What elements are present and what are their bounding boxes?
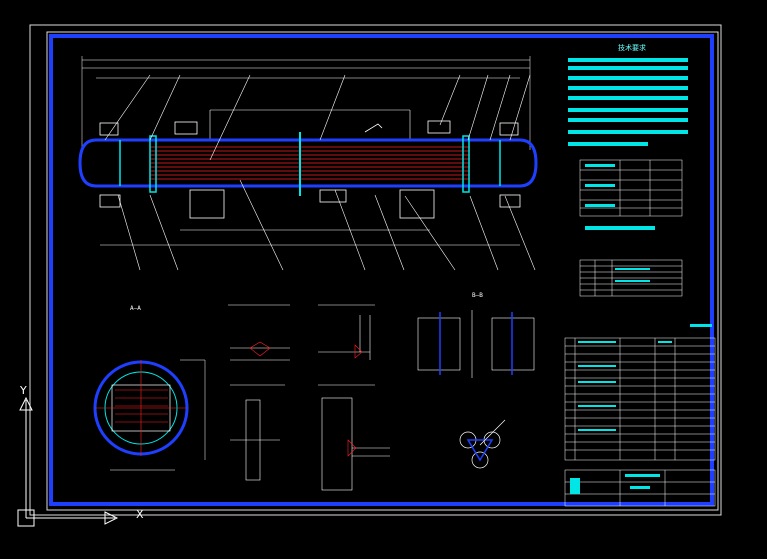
weld-detail-4[interactable]	[318, 384, 390, 491]
tube-pattern-detail[interactable]	[459, 419, 506, 469]
section-label-a: A—A	[130, 305, 141, 312]
weld-detail-1[interactable]	[228, 304, 290, 361]
ucs-x-label: X	[136, 508, 144, 521]
sheet-outer-border	[29, 24, 722, 516]
weld-detail-2[interactable]	[318, 304, 375, 360]
weld-detail-3[interactable]	[230, 384, 285, 481]
section-view-a[interactable]: A—A	[93, 305, 206, 471]
ucs-y-label: Y	[20, 384, 27, 397]
tube-bundle	[150, 146, 470, 180]
title-block[interactable]	[564, 469, 716, 507]
section-view-b[interactable]: B—B	[417, 292, 535, 378]
design-data-table[interactable]	[579, 159, 683, 230]
sheet-border	[46, 31, 719, 511]
parts-list[interactable]	[564, 324, 716, 461]
ucs-icon	[17, 396, 119, 527]
section-label-b: B—B	[472, 292, 483, 299]
drawing-frame	[49, 34, 714, 506]
tech-title: 技术要求	[618, 43, 646, 52]
nozzle-table[interactable]	[579, 259, 683, 297]
technical-requirements[interactable]: 技术要求	[568, 43, 688, 146]
heat-exchanger-elevation[interactable]	[78, 56, 538, 271]
